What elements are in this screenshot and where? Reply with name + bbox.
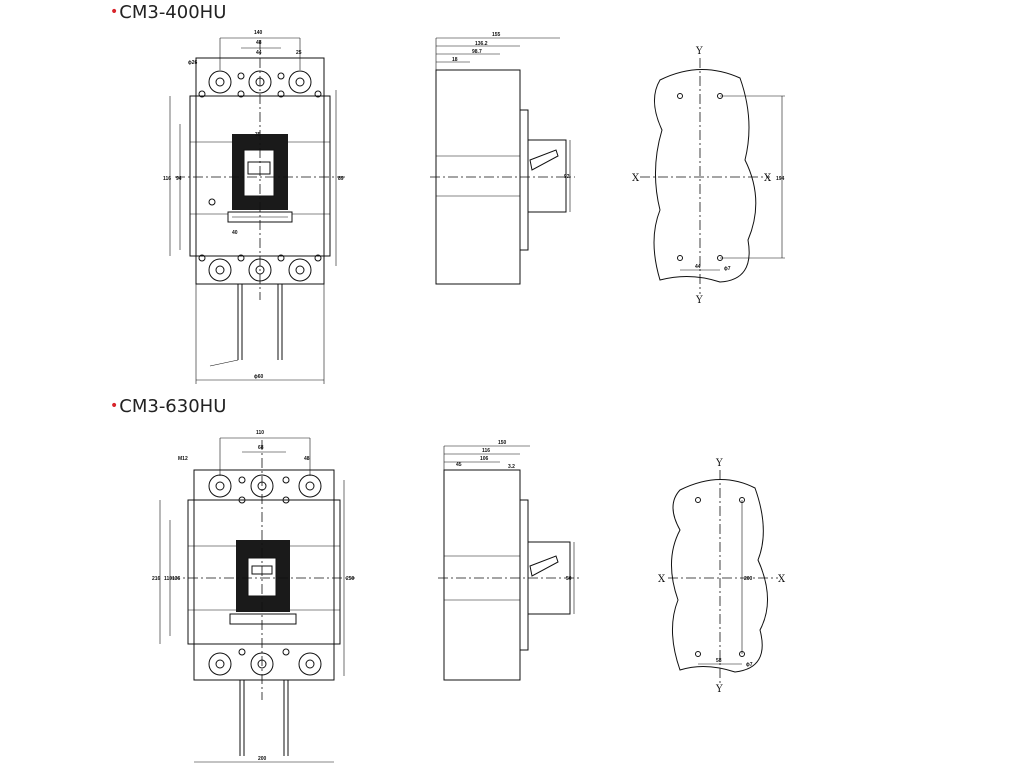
dim-label: M12 (178, 456, 188, 462)
dim-label: 106 (480, 456, 489, 462)
section-title-cm3-630hu: •CM3-630HU (110, 396, 226, 417)
dim-label: 194 (776, 176, 785, 182)
dim-label: 68 (258, 445, 264, 451)
dim-label: 200 (744, 576, 753, 582)
dim-label: 250 (346, 576, 355, 582)
dim-label: ϕ7 (746, 662, 753, 668)
dim-label: 136.2 (475, 41, 488, 47)
dim-label: 140 (254, 30, 263, 36)
axis-label-y: Y (715, 684, 723, 695)
dim-label: ϕ60 (254, 374, 264, 380)
hole-pattern-400: X X Y Y 44 ϕ7 194 (632, 46, 785, 306)
axis-label-y: Y (695, 46, 703, 57)
dim-label: 58 (716, 658, 722, 664)
dim-label: 216 (152, 576, 161, 582)
section-title-cm3-400hu: •CM3-400HU (110, 2, 226, 23)
dim-label: 110 (256, 430, 264, 436)
dim-label: 44 (256, 50, 262, 56)
axis-label-y: Y (715, 458, 723, 469)
dim-label: 116 (482, 448, 490, 454)
dim-label: 150 (498, 440, 507, 446)
front-view-630: 110 68 48 M12 110 136 250 216 200 (152, 430, 355, 763)
dim-label: 110 (164, 576, 172, 582)
bullet-icon: • (110, 398, 119, 414)
dim-label: 136 (172, 576, 181, 582)
dim-label: 44 (695, 264, 701, 270)
axis-label-x: X (632, 173, 640, 184)
dim-label: 48 (256, 40, 262, 46)
axis-label-x: X (764, 173, 772, 184)
dim-label: 40 (232, 230, 238, 236)
axis-label-y: Y (695, 295, 703, 306)
dim-label: 92 (564, 174, 570, 180)
title-text: CM3-630HU (119, 396, 227, 417)
dim-label: 155 (492, 32, 501, 38)
dim-label: ϕ7 (724, 266, 731, 272)
dim-label: 18 (452, 57, 458, 63)
hole-pattern-630: X X Y Y 58 ϕ7 200 (658, 458, 786, 695)
dim-label: ϕ26 (188, 60, 198, 66)
dim-label: 50 (566, 576, 572, 582)
bullet-icon: • (110, 4, 119, 20)
side-view-630: 150 116 106 45 3.2 50 (438, 440, 580, 681)
front-view-400: 140 48 44 ϕ26 116 25 94 89 35 40 ϕ60 (163, 30, 345, 384)
axis-label-x: X (658, 574, 666, 585)
dim-label: 94 (176, 176, 182, 182)
dim-label: 45 (456, 462, 462, 468)
dim-label: 200 (258, 756, 267, 762)
dim-label: 3.2 (508, 464, 515, 470)
dim-label: 25 (296, 50, 302, 56)
dim-label: 48 (304, 456, 310, 462)
dim-label: 116 (163, 176, 171, 182)
side-view-400: 155 136.2 98.7 18 92 (430, 32, 575, 285)
axis-label-x: X (778, 574, 786, 585)
title-text: CM3-400HU (119, 2, 227, 23)
dim-label: 98.7 (472, 49, 482, 55)
dim-label: 89 (338, 176, 344, 182)
dim-label: 35 (255, 132, 261, 138)
